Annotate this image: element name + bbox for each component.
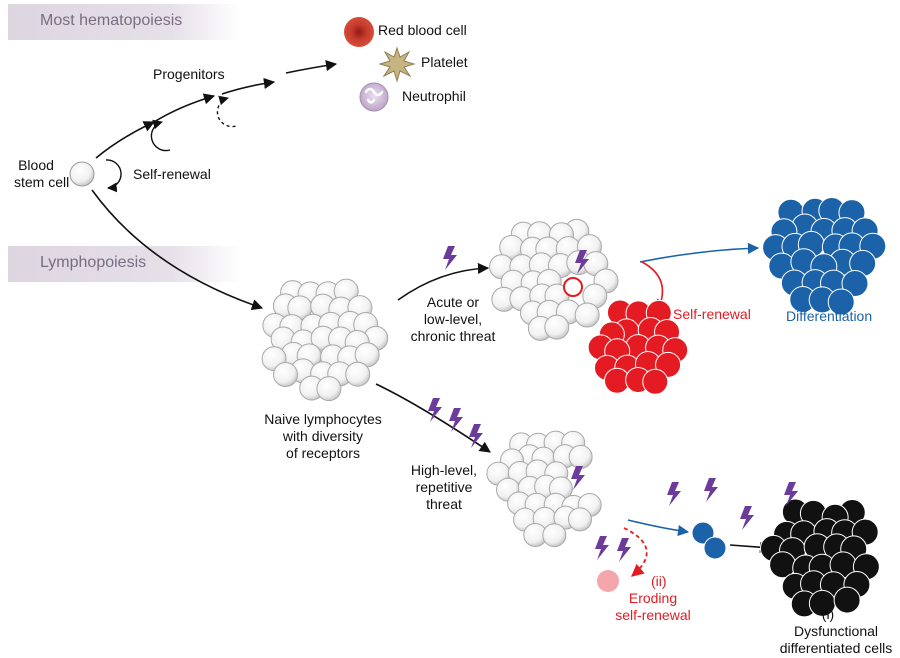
red-blood-cell-label: Red blood cell <box>378 22 467 38</box>
exhausted-differentiation-arrow <box>627 519 690 537</box>
red-blood-cell-icon <box>344 17 374 47</box>
cell <box>574 302 600 328</box>
self-renewal-top-label: Self-renewal <box>133 166 211 182</box>
cell <box>345 361 371 387</box>
differentiation-arrow <box>639 242 760 263</box>
high-level-threat-label: High-level, repetitive threat <box>410 462 478 512</box>
activated-cell <box>563 277 583 297</box>
section-band-hematopoiesis: Most hematopoiesis <box>8 4 240 40</box>
repetitive-threat-cluster <box>486 430 602 548</box>
progenitors-label: Progenitors <box>153 66 225 82</box>
eroding-cell <box>597 570 619 592</box>
lightning-icon <box>575 250 589 274</box>
lightning-icon <box>784 482 798 506</box>
differentiation-label: Differentiation <box>786 308 873 324</box>
dysfunctional-i-label: (i) <box>821 606 835 622</box>
neutrophil-label: Neutrophil <box>402 88 466 104</box>
section-title-hematopoiesis: Most hematopoiesis <box>40 12 183 29</box>
blue-cell <box>703 536 727 560</box>
platelet-icon <box>378 46 416 83</box>
cell <box>833 586 861 614</box>
lightning-icon <box>443 246 457 270</box>
platelet-label: Platelet <box>421 54 468 70</box>
eroding-ii-label: (ii) <box>651 573 667 589</box>
section-band-lymphopoiesis: Lymphopoiesis <box>8 246 240 282</box>
cell <box>567 507 592 532</box>
blue-cell <box>691 521 715 545</box>
naive-lymphocytes-label: Naive lymphocytes with diversity of rece… <box>264 411 382 461</box>
cell <box>841 270 869 298</box>
lightning-icon <box>617 538 631 562</box>
self-renewal-arrow-icon <box>105 95 237 193</box>
dysfunctional-black-cluster <box>759 498 880 618</box>
cell <box>568 444 593 469</box>
acute-arrow <box>397 262 490 301</box>
blood-stem-cell <box>69 161 95 187</box>
eroding-self-renewal-label: Eroding self-renewal <box>615 590 691 623</box>
lightning-icon <box>469 424 483 448</box>
cell <box>316 376 342 402</box>
self-renewal-red-label: Self-renewal <box>673 306 751 322</box>
progenitor-arrows <box>91 59 338 311</box>
self-renewing-red-cluster <box>587 299 689 395</box>
cell <box>542 523 567 548</box>
differentiated-blue-cluster <box>762 197 887 316</box>
acute-response-cluster <box>489 218 619 341</box>
blood-stem-cell-label: Blood stem cell <box>14 157 70 190</box>
lightning-icon <box>571 466 585 490</box>
lightning-icon <box>704 478 718 502</box>
cell <box>642 368 669 395</box>
eroding-self-renewal-arrow <box>623 527 648 577</box>
cell <box>273 362 299 388</box>
lightning-icon <box>667 482 681 506</box>
neutrophil-icon <box>359 82 389 112</box>
lightning-icon <box>449 408 463 432</box>
acute-threat-label: Acute or low-level, chronic threat <box>410 294 496 344</box>
cell <box>544 314 570 340</box>
section-title-lymphopoiesis: Lymphopoiesis <box>40 254 147 271</box>
cell <box>827 288 855 316</box>
lightning-icon <box>740 506 754 530</box>
dysfunctional-cells-label: Dysfunctional differentiated cells <box>779 623 893 656</box>
lightning-icon <box>428 398 442 422</box>
naive-lymphocyte-cluster <box>261 278 389 402</box>
lightning-icon <box>595 536 609 560</box>
